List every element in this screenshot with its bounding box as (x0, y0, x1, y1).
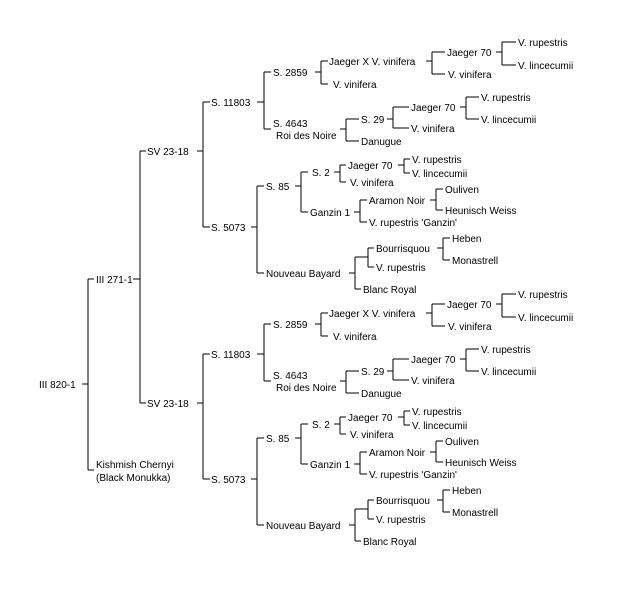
node-label: V. lincecumii (481, 367, 536, 378)
node-label: S. 85 (266, 182, 290, 193)
node-label: Monastrell (452, 508, 498, 519)
node-label: V. rupestris (376, 515, 426, 526)
node-label: V. vinifera (411, 376, 455, 387)
node-label: Blanc Royal (363, 285, 416, 296)
node-label: III 271-1 (96, 275, 133, 286)
node-label: S. 4643 (273, 119, 308, 130)
node-label: Jaeger 70 (348, 413, 393, 424)
node-label: V. vinifera (448, 70, 492, 81)
node-label: V. vinifera (333, 80, 377, 91)
node-label: SV 23-18 (147, 399, 189, 410)
node-label: Danugue (361, 137, 402, 148)
node-label: Jaeger X V. vinifera (329, 309, 416, 320)
node-label: S. 2 (312, 168, 330, 179)
node-label: Jaeger 70 (447, 300, 492, 311)
node-label: Jaeger 70 (411, 355, 456, 366)
node-label: Danugue (361, 389, 402, 400)
node-label: V. rupestris (412, 407, 462, 418)
node-label: V. vinifera (350, 178, 394, 189)
node-label: V. rupestris (481, 93, 531, 104)
node-label: V. lincecumii (412, 421, 467, 432)
node-label: S. 29 (361, 367, 385, 378)
pedigree-labels: III 820-1 III 271-1 Kishmish Chernyi (Bl… (39, 38, 573, 548)
node-label: Jaeger 70 (348, 161, 393, 172)
node-label: Jaeger 70 (447, 48, 492, 59)
node-label: V. lincecumii (481, 115, 536, 126)
node-label: Heben (452, 234, 481, 245)
node-label: S. 2859 (273, 320, 308, 331)
node-label: S. 4643 (273, 371, 308, 382)
node-label: Ganzin 1 (310, 208, 350, 219)
node-label: S. 2859 (273, 68, 308, 79)
node-label: S. 2 (312, 420, 330, 431)
node-label: S. 5073 (211, 475, 246, 486)
node-label: S. 5073 (211, 223, 246, 234)
node-label: Monastrell (452, 256, 498, 267)
node-label: V. lincecumii (412, 169, 467, 180)
node-label: V. rupestris (412, 155, 462, 166)
node-label: Aramon Noir (369, 196, 426, 207)
node-label: V. rupestris (376, 263, 426, 274)
node-label: Blanc Royal (363, 537, 416, 548)
node-label: V. rupestris 'Ganzin' (369, 470, 457, 481)
node-label: Jaeger 70 (411, 103, 456, 114)
root-node-label: III 820-1 (39, 380, 76, 391)
node-label: V. vinifera (411, 124, 455, 135)
node-label: V. vinifera (448, 322, 492, 333)
node-label: Roi des Noire (276, 383, 337, 394)
node-label: V. lincecumii (518, 313, 573, 324)
node-label: Bourrisquou (376, 244, 430, 255)
node-label: V. rupestris (518, 290, 568, 301)
node-label: Heunisch Weiss (445, 206, 517, 217)
node-label: V. rupestris (518, 38, 568, 49)
node-label: (Black Monukka) (96, 473, 170, 484)
node-label: Nouveau Bayard (266, 521, 341, 532)
node-label: V. rupestris 'Ganzin' (369, 218, 457, 229)
node-label: Ouliven (445, 437, 479, 448)
node-label: Ganzin 1 (310, 460, 350, 471)
node-label: Kishmish Chernyi (96, 460, 174, 471)
node-label: V. lincecumii (518, 61, 573, 72)
node-label: Nouveau Bayard (266, 269, 341, 280)
node-label: Heben (452, 486, 481, 497)
pedigree-connectors (82, 41, 516, 542)
node-label: S. 11803 (211, 98, 251, 109)
node-label: S. 11803 (211, 350, 251, 361)
node-label: V. vinifera (350, 430, 394, 441)
node-label: Bourrisquou (376, 496, 430, 507)
node-label: V. vinifera (333, 332, 377, 343)
node-label: S. 29 (361, 115, 385, 126)
node-label: Roi des Noire (276, 131, 337, 142)
node-label: S. 85 (266, 434, 290, 445)
node-label: Jaeger X V. vinifera (329, 57, 416, 68)
node-label: Ouliven (445, 185, 479, 196)
node-label: Aramon Noir (369, 448, 426, 459)
node-label: Heunisch Weiss (445, 458, 517, 469)
node-label: SV 23-18 (147, 147, 189, 158)
node-label: V. rupestris (481, 345, 531, 356)
